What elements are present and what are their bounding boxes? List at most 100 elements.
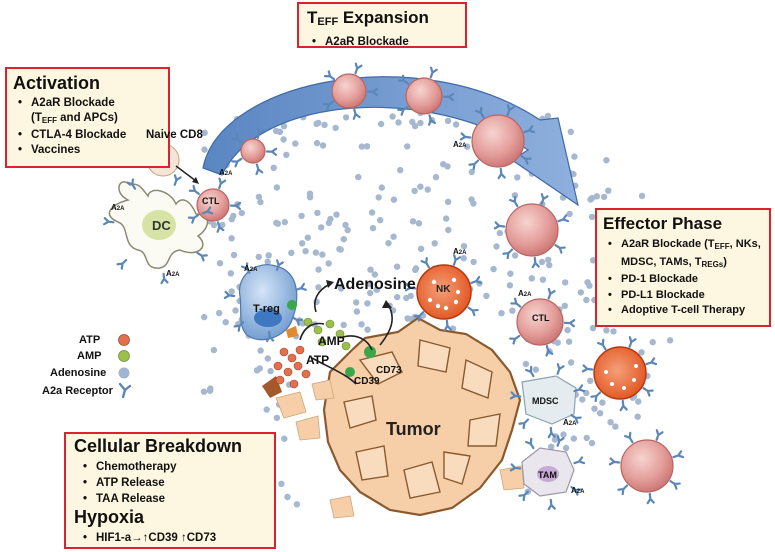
adenosine-dot [344,226,351,234]
adenosine-dot [358,321,365,328]
adenosine-dot [321,121,328,129]
a2a-label-5: A2A [453,140,467,149]
ctl-cell [620,439,674,493]
adenosine-dot [280,123,288,130]
a2a-receptor-icon [540,193,549,205]
adenosine-dot [394,293,401,301]
a2a-receptor-icon [520,155,532,165]
adenosine-dot [404,143,411,150]
atp-amp-cluster [273,317,351,389]
ctl-label-1: CTL [202,196,220,206]
adenosine-dot [228,235,235,242]
adenosine-dot [417,183,424,190]
adenosine-dot [313,120,320,128]
adenosine-dot [393,263,401,270]
cytotoxic-t-cells [196,73,674,493]
adenosine-dot [638,349,645,356]
a2a-receptor-icon [619,399,628,412]
a2a-receptor-icon [413,311,425,322]
adenosine-dot [468,168,475,176]
a2a-receptor-icon [188,184,200,195]
adenosine-dot [590,257,597,264]
adenosine-dot [546,261,553,269]
adenosine-dot [470,200,477,207]
a2a-receptor-icon [354,62,363,75]
activation-box: Activation A2aR Blockade(TEFF and APCs) … [5,67,170,168]
adenosine-dot [353,299,360,306]
expansion-item-a2ar: A2aR Blockade [312,35,457,50]
adenosine-dot [567,128,574,135]
adenosine-dot [506,282,514,289]
a2a-receptor-icon [573,384,586,393]
ctl-cell [471,114,525,168]
adenosine-dot [340,236,347,243]
a2a-receptor-icon [554,244,566,254]
adenosine-dot [562,279,569,286]
adenosine-dot [390,196,398,203]
legend-amp: AMP [77,350,102,362]
a2a-receptor-icon [256,127,265,139]
adenosine-dot [532,366,539,373]
a2a-label-7: A2A [518,289,532,298]
adenosine-dot [333,211,340,218]
a2a-receptor-icon [518,418,530,430]
adenosine-dot [273,184,281,191]
adenosine-dot [255,253,262,261]
cd73-enzyme [364,346,376,358]
dendritic-cell [108,181,209,269]
adenosine-dot [228,288,235,295]
mdsc-label: MDSC [532,396,559,406]
adenosine-dot [490,265,497,273]
a2a-receptor-icon [547,287,556,300]
a2a-receptor-icon [608,457,621,466]
a2a-receptor-icon [523,125,536,134]
dc-label: DC [152,218,171,233]
adenosine-dot [278,480,285,487]
a2a-receptor-icon [295,282,307,291]
adenosine-dot [358,143,365,150]
a2a-receptor-icon [509,391,522,400]
adenosine-dot [315,266,322,273]
adenosine-dot [337,285,345,292]
adenosine-dot [443,215,450,222]
atp-label: ATP [306,353,330,367]
effector-item-pd1: PD-1 Blockade [608,272,763,288]
a2a-receptor-icon [173,174,182,186]
a2a-receptor-icon [646,492,655,505]
ctl-cell [240,138,266,164]
ctl-cell [516,298,564,346]
a2a-receptor-icon [442,92,455,102]
adenosine-label: Adenosine [334,276,416,293]
a2a-receptor-icon [672,450,685,459]
a2a-receptor-icon [443,319,452,332]
a2a-receptor-icon [398,74,410,85]
ctl-label-2: CTL [532,313,550,323]
a2a-label-3: A2A [166,269,180,278]
adenosine-dot [605,187,612,194]
adenosine-dot [417,245,425,252]
adenosine-dot [649,339,656,346]
a2a-receptor-icon [397,106,409,116]
adenosine-dot [570,435,577,442]
adenosine-dot [255,193,263,201]
adenosine-dot [230,251,238,259]
a2a-label-9: A2A [571,486,585,495]
adenosine-dot [588,213,596,221]
mdsc-cell [521,375,577,425]
breakdown-title: Cellular Breakdown [74,436,243,456]
adenosine-dot [432,173,440,181]
a2a-receptor-icon [556,435,565,447]
effector-phase-box: Effector Phase A2aR Blockade (TEFF, NKs,… [595,208,771,327]
adenosine-dot [306,190,314,197]
adenosine-dot [369,224,377,232]
adenosine-dot [452,121,460,128]
adenosine-dot [312,249,320,256]
adenosine-dot [377,217,384,224]
adenosine-dot [257,347,264,354]
adenosine-dot [603,327,610,334]
adenosine-dot [600,193,608,201]
adenosine-dot [207,385,214,392]
adenosine-dot [528,275,535,282]
a2a-receptor-icon [404,283,417,292]
a2a-receptor-icon [291,316,304,326]
